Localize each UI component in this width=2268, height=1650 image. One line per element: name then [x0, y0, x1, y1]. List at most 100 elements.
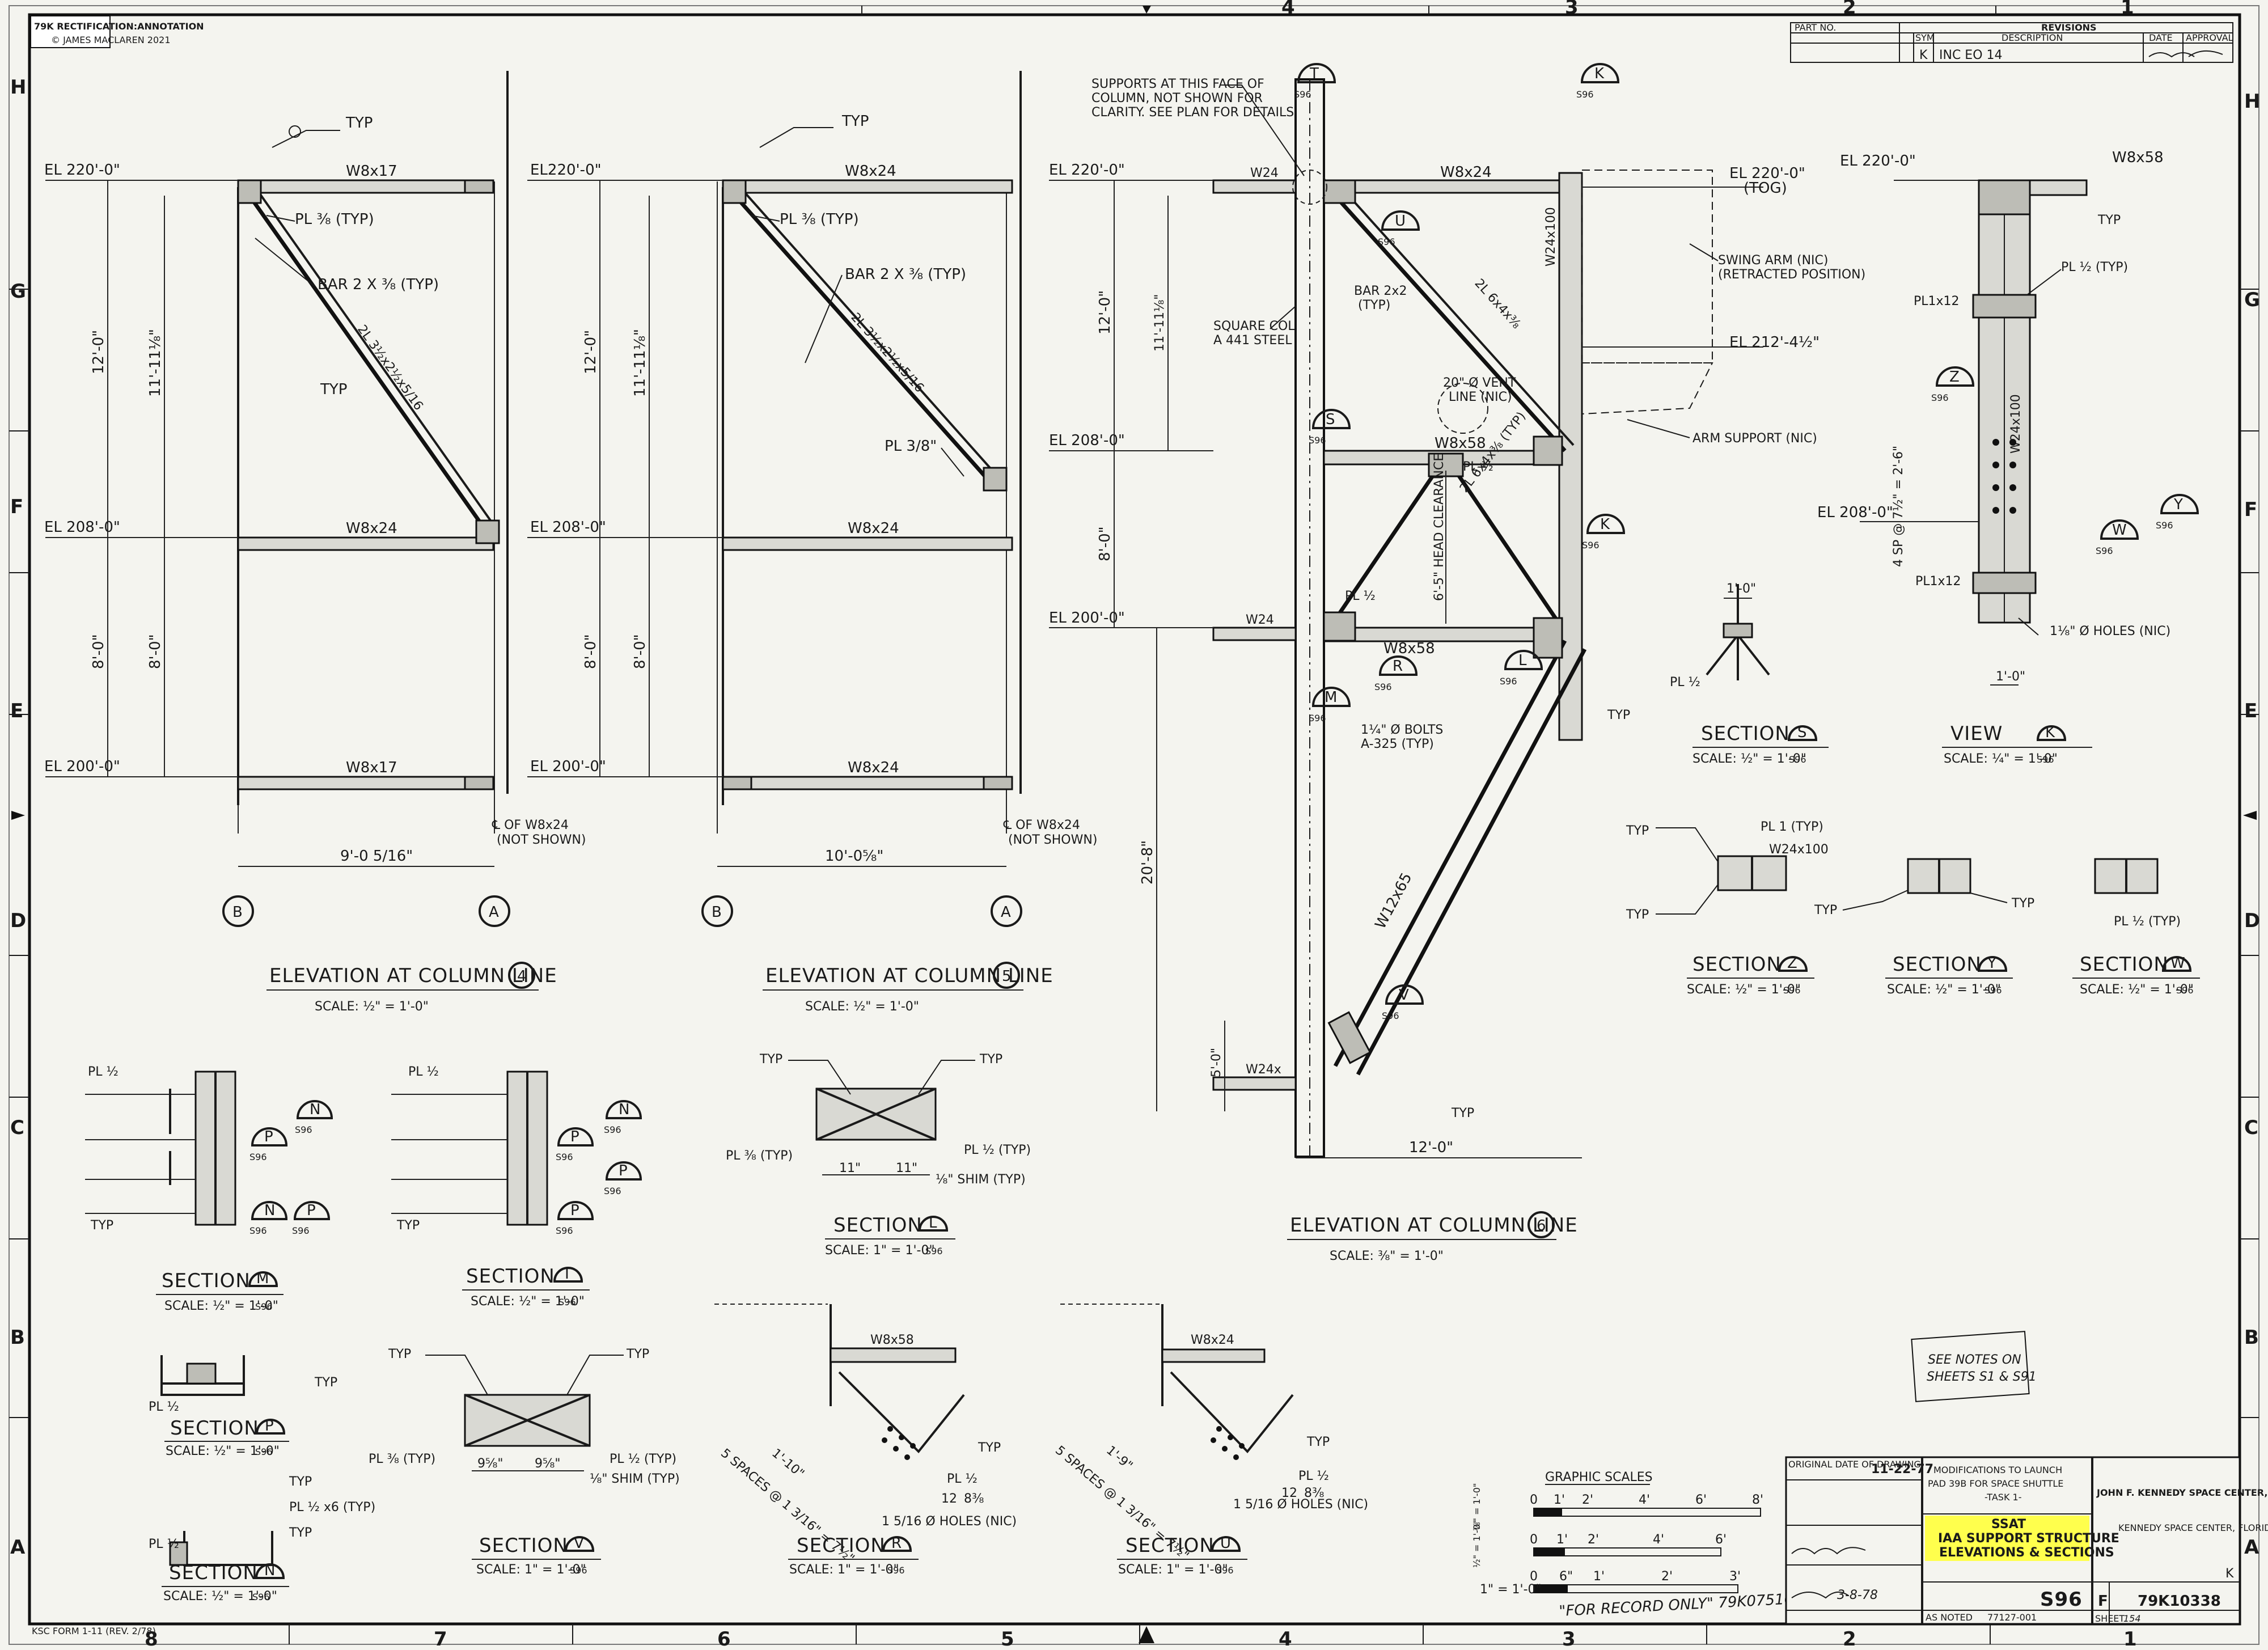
svg-text:K: K [1600, 516, 1610, 533]
svg-text:TYP: TYP [90, 1219, 113, 1233]
svg-text:PL ½ (TYP): PL ½ (TYP) [610, 1452, 676, 1466]
svg-text:SECTION: SECTION [169, 1562, 258, 1584]
svg-text:PL ½ (TYP): PL ½ (TYP) [2114, 915, 2181, 929]
svg-text:11": 11" [839, 1161, 861, 1175]
svg-text:H: H [2244, 90, 2260, 113]
svg-text:V: V [574, 1535, 584, 1552]
svg-text:⅜" = 1'-0": ⅜" = 1'-0" [1471, 1483, 1482, 1531]
svg-text:(NOT SHOWN): (NOT SHOWN) [1008, 833, 1097, 847]
svg-text:ELEVATION AT COLUMN LINE: ELEVATION AT COLUMN LINE [1290, 1214, 1578, 1237]
section-R-bolts [882, 1426, 916, 1460]
svg-text:SCALE: ½" = 1'-0": SCALE: ½" = 1'-0" [315, 1000, 429, 1014]
svg-text:E: E [10, 700, 23, 722]
svg-text:PL ½: PL ½ [1298, 1469, 1329, 1483]
svg-text:S96: S96 [2040, 1588, 2083, 1611]
svg-text:S96: S96 [604, 1124, 621, 1135]
svg-text:PL ½: PL ½ [149, 1400, 179, 1414]
svg-text:C: C [10, 1116, 24, 1139]
see-notes-box: SEE NOTES ON SHEETS S1 & S91 [1911, 1331, 2037, 1402]
svg-text:Y: Y [2173, 496, 2183, 513]
svg-text:S96: S96 [556, 1152, 573, 1162]
graphic-scale-1-2: ½" = 1'-0" 0 1' 2' 4' 6' [1471, 1520, 1727, 1568]
svg-text:3-8-78: 3-8-78 [1837, 1588, 1878, 1602]
svg-text:8'-0": 8'-0" [582, 634, 599, 669]
svg-text:TYP: TYP [626, 1347, 649, 1361]
svg-text:⅛" SHIM (TYP): ⅛" SHIM (TYP) [936, 1173, 1026, 1187]
svg-text:S96: S96 [1500, 676, 1517, 687]
svg-text:P: P [264, 1128, 273, 1145]
svg-text:BAR 2 X ⅜ (TYP): BAR 2 X ⅜ (TYP) [318, 276, 439, 293]
svg-text:M: M [1325, 689, 1337, 706]
svg-text:SECTION: SECTION [1893, 953, 1982, 976]
svg-text:R: R [891, 1535, 902, 1552]
svg-text:ORIGINAL DATE OF DRAWING: ORIGINAL DATE OF DRAWING [1788, 1459, 1921, 1470]
svg-text:PL ½: PL ½ [149, 1537, 179, 1551]
svg-text:VIEW: VIEW [1950, 722, 2003, 745]
svg-text:0: 0 [1530, 1493, 1538, 1507]
svg-text:8⅜: 8⅜ [964, 1492, 984, 1506]
svg-text:W: W [2112, 522, 2127, 539]
svg-text:A-325 (TYP): A-325 (TYP) [1361, 737, 1434, 751]
svg-text:K: K [2045, 724, 2055, 741]
svg-text:K: K [1594, 65, 1605, 82]
svg-text:GRAPHIC SCALES: GRAPHIC SCALES [1545, 1470, 1653, 1484]
svg-text:TYP: TYP [396, 1219, 420, 1233]
svg-text:TYP: TYP [388, 1347, 411, 1361]
svg-text:TYP: TYP [1626, 824, 1649, 838]
section-S: 1'-0" PL ½ SECTION S SCALE: ½" = 1'-0" S… [1670, 582, 1829, 766]
svg-text:F: F [10, 496, 23, 518]
svg-text:W8x24: W8x24 [1440, 164, 1492, 181]
svg-text:EL 200'-0": EL 200'-0" [44, 758, 120, 775]
svg-text:KENNEDY SPACE CENTER, FLORIDA: KENNEDY SPACE CENTER, FLORIDA [2118, 1522, 2268, 1533]
svg-text:S96: S96 [1789, 754, 1806, 765]
svg-text:EL 200'-0": EL 200'-0" [530, 758, 606, 775]
svg-text:T: T [1309, 65, 1319, 82]
svg-text:20" Ø VENT: 20" Ø VENT [1443, 376, 1516, 390]
svg-text:TYP: TYP [320, 381, 347, 398]
svg-text:L: L [929, 1215, 937, 1232]
svg-text:6': 6' [1695, 1493, 1707, 1507]
svg-text:S96: S96 [887, 1565, 905, 1576]
svg-text:1: 1 [2121, 0, 2134, 19]
svg-text:TYP: TYP [1607, 708, 1630, 722]
svg-text:6': 6' [1715, 1533, 1727, 1547]
svg-text:PL ⅜ (TYP): PL ⅜ (TYP) [726, 1149, 793, 1163]
svg-text:PL ½ (TYP): PL ½ (TYP) [2061, 260, 2128, 274]
svg-text:ELEVATION AT COLUMN LINE: ELEVATION AT COLUMN LINE [765, 964, 1053, 987]
svg-text:SECTION: SECTION [1701, 722, 1790, 745]
svg-text:TYP: TYP [1451, 1106, 1474, 1120]
svg-text:PL ⅜ (TYP): PL ⅜ (TYP) [369, 1452, 435, 1466]
svg-text:PL ½ x6 (TYP): PL ½ x6 (TYP) [289, 1500, 375, 1514]
svg-text:TYP: TYP [1306, 1435, 1330, 1449]
svg-text:8'-0": 8'-0" [90, 634, 107, 669]
svg-text:EL 208'-0": EL 208'-0" [1049, 432, 1125, 449]
svg-text:DATE: DATE [2149, 32, 2173, 43]
zone-letters-left: HG FE DC BA [10, 76, 26, 1559]
svg-text:S96: S96 [1294, 89, 1311, 100]
svg-text:2: 2 [1843, 1628, 1856, 1650]
svg-text:SYM: SYM [1915, 32, 1935, 43]
svg-text:1': 1' [1554, 1493, 1565, 1507]
svg-text:PL1x12: PL1x12 [1914, 294, 1960, 308]
view-K: EL 220'-0" EL 208'-0" W8x58 W24x100 PL ½… [1817, 149, 2199, 766]
section-N: PL ½ x6 (TYP) TYP TYP PL ½ SECTION N SCA… [149, 1475, 375, 1604]
svg-text:C: C [2244, 1116, 2258, 1139]
svg-text:W8x17: W8x17 [346, 163, 397, 180]
svg-text:SCALE: ⅜" = 1'-0": SCALE: ⅜" = 1'-0" [1330, 1249, 1444, 1263]
svg-text:TYP: TYP [1814, 903, 1837, 917]
graphic-scales: GRAPHIC SCALES ⅜" = 1'-0" 0 1' 2' 4' 6' … [1471, 1470, 1763, 1597]
svg-text:B: B [232, 904, 243, 921]
svg-text:S96: S96 [2156, 520, 2173, 531]
revisions-block: PART NO. REVISIONS SYM DESCRIPTION DATE … [1790, 22, 2233, 63]
svg-text:D: D [2244, 909, 2260, 932]
svg-text:W8x58: W8x58 [1435, 435, 1486, 452]
svg-text:U: U [1220, 1535, 1231, 1552]
svg-text:SCALE: ½" = 1'-0": SCALE: ½" = 1'-0" [163, 1589, 277, 1604]
elevation-column-line-4: EL 220'-0" EL 208'-0" EL 200'-0" W8x17 W… [44, 71, 586, 1014]
beam-w8x24-mid5 [722, 536, 1013, 551]
svg-text:IAA SUPPORT STRUCTURE: IAA SUPPORT STRUCTURE [1938, 1531, 2119, 1546]
svg-text:SQUARE COL: SQUARE COL [1213, 319, 1295, 333]
